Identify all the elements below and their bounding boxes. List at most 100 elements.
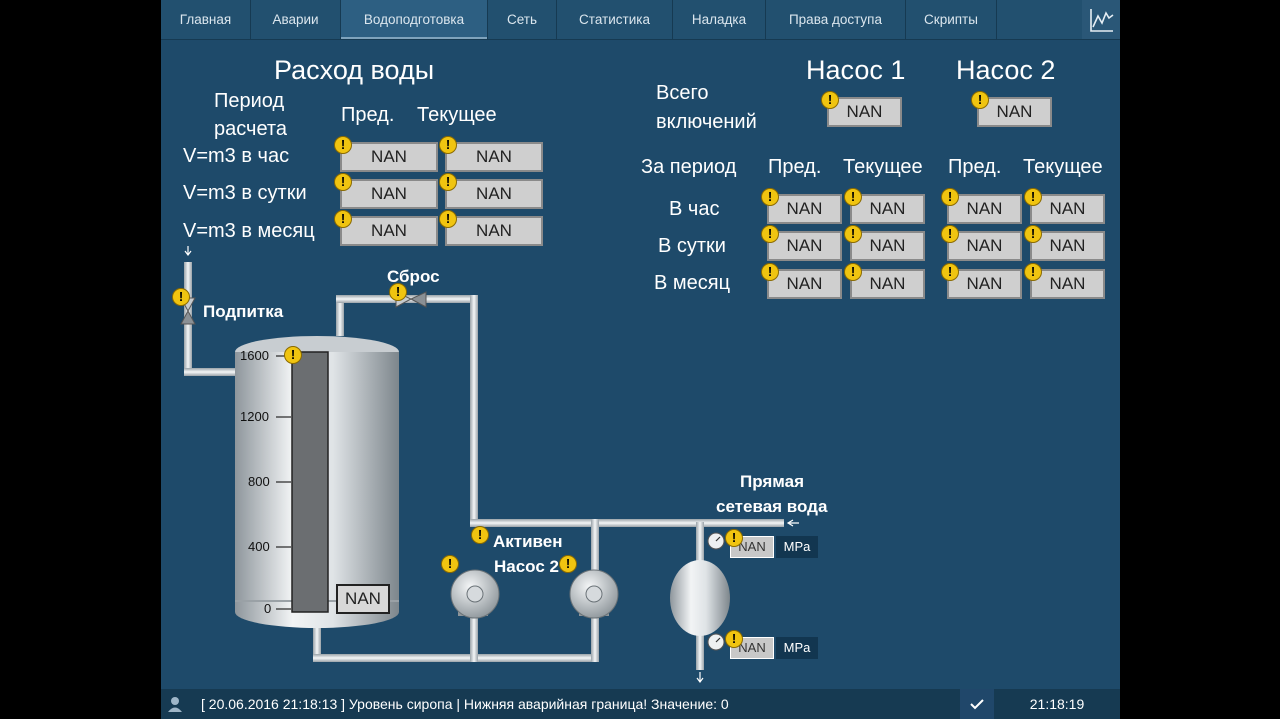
check-icon — [970, 699, 984, 710]
water-flow-title: Расход воды — [274, 55, 435, 85]
tank-scale-label: 400 — [248, 539, 270, 554]
tab-separator — [340, 0, 341, 39]
warning-icon: ! — [334, 210, 352, 228]
warning-icon: ! — [1024, 263, 1042, 281]
warning-icon: ! — [334, 136, 352, 154]
tab-alarms[interactable]: Аварии — [272, 12, 319, 27]
expansion-vessel — [670, 560, 730, 636]
pressure-top-unit: MPa — [776, 536, 818, 558]
flow-month-current: NAN — [445, 216, 543, 246]
warning-icon: ! — [1024, 188, 1042, 206]
flow-row-label: V=m3 в месяц — [183, 220, 315, 242]
pump1-hour-current: NAN — [850, 194, 925, 224]
pump1-current-header: Текущее — [843, 156, 923, 178]
pump1-prev-header: Пред. — [768, 156, 822, 178]
pump2-total-starts: NAN — [977, 97, 1052, 127]
flow-arrow-icon — [184, 246, 192, 256]
warning-icon: ! — [284, 346, 302, 364]
pump-row-label: В месяц — [654, 272, 731, 294]
tab-separator — [556, 0, 557, 39]
drain-label: Сброс — [387, 267, 440, 286]
supply-water-label: Прямая — [740, 472, 805, 491]
user-icon[interactable] — [166, 695, 184, 713]
warning-icon: ! — [471, 526, 489, 544]
pump-row-label: В сутки — [658, 235, 726, 257]
return-pipe — [591, 578, 599, 662]
tab-statistics[interactable]: Статистика — [579, 12, 650, 27]
pump-2-icon[interactable] — [569, 569, 619, 619]
tank-scale-label: 800 — [248, 474, 270, 489]
tab-network[interactable]: Сеть — [506, 12, 538, 27]
pressure-bottom-unit: MPa — [776, 637, 818, 659]
warning-icon: ! — [941, 188, 959, 206]
warning-icon: ! — [439, 210, 457, 228]
warning-icon: ! — [821, 91, 839, 109]
warning-icon: ! — [439, 136, 457, 154]
tab-scripts[interactable]: Скрипты — [924, 12, 978, 27]
tank-scale-label: 1600 — [240, 348, 269, 363]
total-starts-label-2: включений — [656, 111, 757, 133]
warning-icon: ! — [941, 225, 959, 243]
pump-row-label: В час — [669, 198, 720, 220]
flow-prev-header: Пред. — [341, 104, 395, 126]
warning-icon: ! — [844, 225, 862, 243]
pump-1-icon[interactable] — [450, 569, 500, 619]
supply-header-pipe — [591, 519, 599, 574]
flow-hour-prev: NAN — [340, 142, 438, 172]
flow-row-label: V=m3 в час — [183, 145, 290, 167]
pump2-day-prev: NAN — [947, 231, 1022, 261]
tank-outlet-pipe — [313, 628, 321, 660]
top-nav: Главная Аварии Водоподготовка Сеть Стати… — [161, 0, 1120, 40]
period-label-2: расчета — [214, 118, 287, 140]
pump-period-header: За период — [641, 156, 737, 178]
makeup-pipe — [184, 368, 239, 376]
status-bar: [ 20.06.2016 21:18:13 ] Уровень сиропа |… — [161, 689, 1120, 719]
flow-day-prev: NAN — [340, 179, 438, 209]
warning-icon: ! — [389, 283, 407, 301]
alarm-message[interactable]: [ 20.06.2016 21:18:13 ] Уровень сиропа |… — [201, 696, 729, 712]
return-pipe — [470, 610, 478, 662]
tab-separator — [765, 0, 766, 39]
tab-separator — [996, 0, 997, 39]
pump2-hour-prev: NAN — [947, 194, 1022, 224]
tank-level-value: NAN — [336, 584, 390, 614]
warning-icon: ! — [725, 529, 743, 547]
warning-icon: ! — [941, 263, 959, 281]
pump2-hour-current: NAN — [1030, 194, 1105, 224]
drain-pipe — [336, 296, 344, 336]
tab-setup[interactable]: Наладка — [691, 12, 747, 27]
tab-separator — [487, 0, 488, 39]
supply-water-label-2: сетевая вода — [716, 497, 828, 516]
tab-access-rights[interactable]: Права доступа — [788, 12, 883, 27]
warning-icon: ! — [725, 630, 743, 648]
trend-chart-icon — [1090, 9, 1114, 32]
tank-level-bar — [291, 351, 329, 613]
supply-header-pipe — [470, 519, 784, 527]
pressure-gauge-icon — [707, 532, 725, 550]
warning-icon: ! — [761, 188, 779, 206]
warning-icon: ! — [844, 188, 862, 206]
pump2-title: Насос 2 — [956, 55, 1056, 85]
pressure-gauge-icon — [707, 633, 725, 651]
pump1-month-prev: NAN — [767, 269, 842, 299]
tank-scale-label: 1200 — [240, 409, 269, 424]
flow-row-label: V=m3 в сутки — [183, 182, 307, 204]
flow-arrow-icon — [786, 519, 799, 527]
warning-icon: ! — [441, 555, 459, 573]
tab-water-treatment[interactable]: Водоподготовка — [341, 0, 487, 39]
makeup-label: Подпитка — [203, 302, 284, 321]
warning-icon: ! — [334, 173, 352, 191]
drain-pipe — [470, 295, 478, 525]
warning-icon: ! — [971, 91, 989, 109]
flow-arrow-icon — [696, 672, 704, 683]
warning-icon: ! — [761, 225, 779, 243]
warning-icon: ! — [559, 555, 577, 573]
pump2-prev-header: Пред. — [948, 156, 1002, 178]
warning-icon: ! — [172, 288, 190, 306]
flow-day-current: NAN — [445, 179, 543, 209]
flow-hour-current: NAN — [445, 142, 543, 172]
process-scheme — [180, 246, 799, 683]
tab-main[interactable]: Главная — [179, 12, 232, 27]
trend-button[interactable] — [1082, 0, 1120, 39]
acknowledge-button[interactable] — [960, 689, 994, 719]
